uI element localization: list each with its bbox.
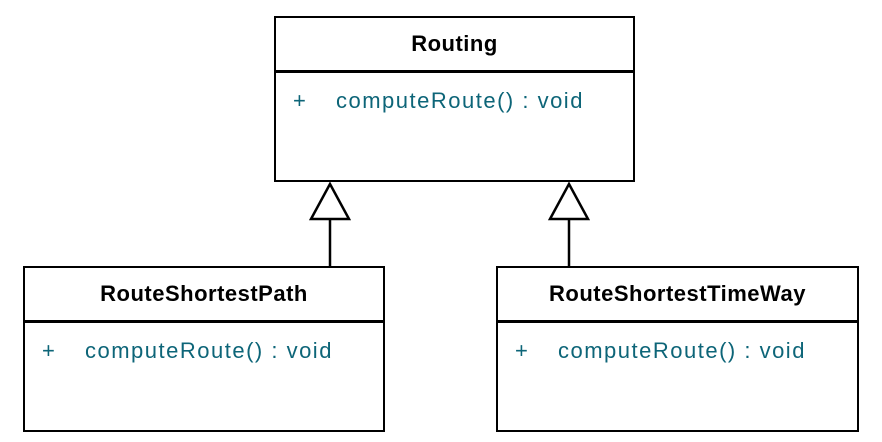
class-name: Routing: [276, 18, 633, 73]
visibility-marker: +: [515, 338, 530, 363]
generalization-arrow-route-shortest-path: [308, 181, 352, 267]
class-routing: Routing + computeRoute() : void: [274, 16, 635, 182]
class-name: RouteShortestTimeWay: [498, 268, 857, 323]
method-row: + computeRoute() : void: [515, 338, 847, 364]
class-name: RouteShortestPath: [25, 268, 383, 323]
class-route-shortest-time-way: RouteShortestTimeWay + computeRoute() : …: [496, 266, 859, 432]
class-route-shortest-path: RouteShortestPath + computeRoute() : voi…: [23, 266, 385, 432]
method-signature: computeRoute() : void: [558, 338, 806, 363]
method-signature: computeRoute() : void: [336, 88, 584, 113]
method-row: + computeRoute() : void: [293, 88, 623, 114]
generalization-arrow-route-shortest-time-way: [547, 181, 591, 267]
generalization-triangle-icon: [547, 181, 591, 221]
method-signature: computeRoute() : void: [85, 338, 333, 363]
visibility-marker: +: [42, 338, 57, 363]
visibility-marker: +: [293, 88, 308, 113]
class-members: + computeRoute() : void: [276, 73, 633, 114]
class-members: + computeRoute() : void: [498, 323, 857, 364]
class-members: + computeRoute() : void: [25, 323, 383, 364]
method-row: + computeRoute() : void: [42, 338, 373, 364]
generalization-triangle-icon: [308, 181, 352, 221]
